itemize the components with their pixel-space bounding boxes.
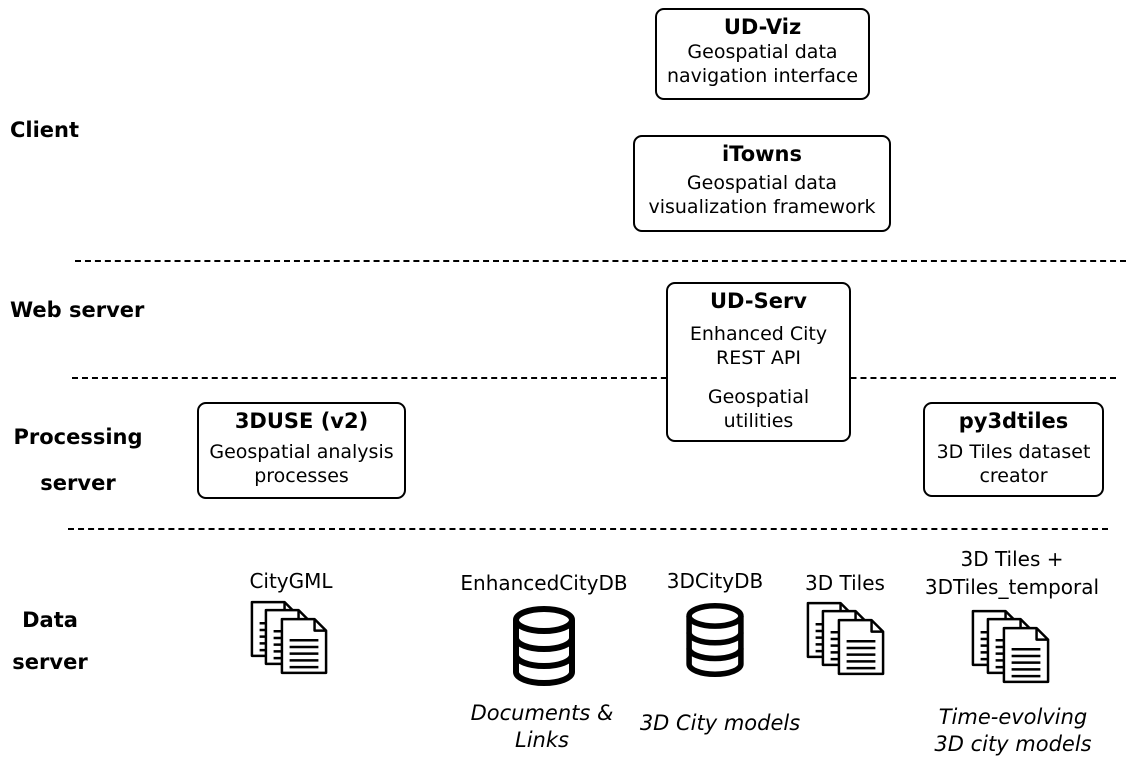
py3dtiles-title: py3dtiles: [958, 409, 1069, 433]
3dcitydb-label: 3DCityDB: [666, 569, 764, 593]
documents-links-caption-line2: Links: [515, 728, 569, 752]
py3dtiles-desc-line2: creator: [979, 465, 1048, 487]
documents-links-caption: Documents & Links: [441, 700, 643, 754]
time-evolving-caption: Time-evolving 3D city models: [908, 704, 1118, 758]
py3dtiles-box: py3dtiles 3D Tiles dataset creator: [923, 402, 1104, 497]
3duse-box: 3DUSE (v2) Geospatial analysis processes: [197, 402, 406, 499]
itowns-desc-line1: Geospatial data: [686, 172, 838, 194]
udserv-title: UD-Serv: [709, 289, 807, 313]
citygml-documents-icon: [250, 600, 334, 680]
tier-label-data-line1: Data: [22, 608, 78, 632]
time-evolving-caption-line2: 3D city models: [934, 732, 1092, 756]
tier-label-data-server: Data server: [0, 599, 100, 683]
separator-processing-data: [68, 528, 1108, 530]
tier-label-client: Client: [10, 118, 80, 142]
3duse-title: 3DUSE (v2): [234, 409, 369, 433]
udviz-desc-line1: Geospatial data: [687, 41, 838, 63]
separator-client-web: [75, 260, 1126, 262]
separator-web-processing: [72, 377, 1116, 379]
documents-links-caption-line1: Documents &: [470, 701, 614, 725]
udserv-desc-line1: Enhanced City: [689, 323, 828, 345]
itowns-box: iTowns Geospatial data visualization fra…: [633, 135, 891, 232]
3dtiles-temporal-label-line2: 3DTiles_temporal: [924, 575, 1100, 599]
citygml-label: CityGML: [249, 569, 333, 593]
tier-label-web-server: Web server: [10, 298, 145, 322]
3dcitydb-database-icon: [685, 603, 745, 677]
tier-label-processing-line2: server: [40, 471, 116, 495]
udserv-box: UD-Serv Enhanced City REST API Geospatia…: [666, 282, 851, 442]
3dtiles-label: 3D Tiles: [805, 571, 885, 595]
itowns-desc-line2: visualization framework: [648, 196, 876, 218]
enhancedcitydb-database-icon: [512, 606, 576, 686]
py3dtiles-desc-line1: 3D Tiles dataset: [936, 441, 1091, 463]
3dtiles-temporal-label: 3D Tiles + 3DTiles_temporal: [900, 545, 1124, 601]
tier-label-processing-server: Processing server: [0, 414, 156, 506]
udviz-desc-line2: navigation interface: [666, 65, 859, 87]
itowns-title: iTowns: [721, 142, 802, 166]
udviz-title: UD-Viz: [723, 15, 802, 39]
udviz-box: UD-Viz Geospatial data navigation interf…: [655, 8, 870, 100]
tier-label-data-line2: server: [12, 650, 88, 674]
time-evolving-caption-line1: Time-evolving: [938, 705, 1088, 729]
city-models-caption: 3D City models: [639, 711, 801, 735]
3dtiles-temporal-label-line1: 3D Tiles +: [960, 547, 1064, 571]
3duse-desc-line2: processes: [254, 465, 349, 487]
enhancedcitydb-label: EnhancedCityDB: [460, 571, 628, 595]
udserv-utilities-line1: Geospatial: [707, 386, 810, 408]
udserv-utilities-line2: utilities: [723, 410, 794, 432]
tier-label-processing-line1: Processing: [13, 425, 143, 449]
udserv-desc-line2: REST API: [716, 347, 801, 369]
3dtiles-documents-icon: [806, 601, 890, 681]
temporal-documents-icon: [971, 609, 1055, 689]
3duse-desc-line1: Geospatial analysis: [209, 441, 394, 463]
